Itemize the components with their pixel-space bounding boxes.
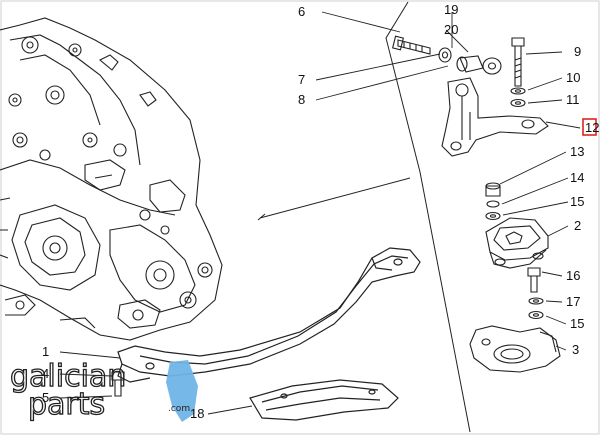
callout-2: 2	[574, 218, 581, 233]
upper-bracket-parts	[392, 35, 549, 157]
logo-accent-shape	[166, 360, 198, 422]
callout-15-lower: 15	[570, 316, 584, 331]
callout-11: 11	[566, 92, 580, 107]
callout-20: 20	[444, 22, 458, 37]
callout-18: 18	[190, 406, 204, 421]
callout-16: 16	[566, 268, 580, 283]
callout-9: 9	[574, 44, 581, 59]
callout-17: 17	[566, 294, 580, 309]
engine-mount-parts	[469, 182, 561, 373]
callout-15-upper: 15	[570, 194, 584, 209]
logo-line1: galician	[10, 359, 126, 394]
callout-13: 13	[570, 144, 584, 159]
callout-7: 7	[298, 72, 305, 87]
callout-labels: 6 19 20 9 7 8 10 11 12 13 14 15 2 16 17 …	[42, 2, 599, 421]
reference-lines	[257, 1, 471, 433]
callout-10: 10	[566, 70, 580, 85]
callout-12-highlight	[582, 118, 597, 136]
callout-8: 8	[298, 92, 305, 107]
callout-12: 12	[585, 120, 599, 135]
callout-19: 19	[444, 2, 458, 17]
gearbox-drawing	[0, 17, 223, 341]
callout-1: 1	[42, 344, 49, 359]
callout-6: 6	[298, 4, 305, 19]
shield-plate-drawing	[249, 379, 399, 421]
callout-3: 3	[572, 342, 579, 357]
callout-5: 5	[42, 390, 49, 405]
logo-suffix: .com	[168, 404, 190, 414]
bolt-4-drawing	[111, 371, 125, 397]
leader-lines	[59, 11, 581, 415]
callout-4: 4	[42, 366, 49, 381]
logo-line2: parts	[28, 387, 105, 422]
galicianparts-logo: galician parts .com	[9, 358, 198, 423]
callout-14: 14	[570, 170, 584, 185]
